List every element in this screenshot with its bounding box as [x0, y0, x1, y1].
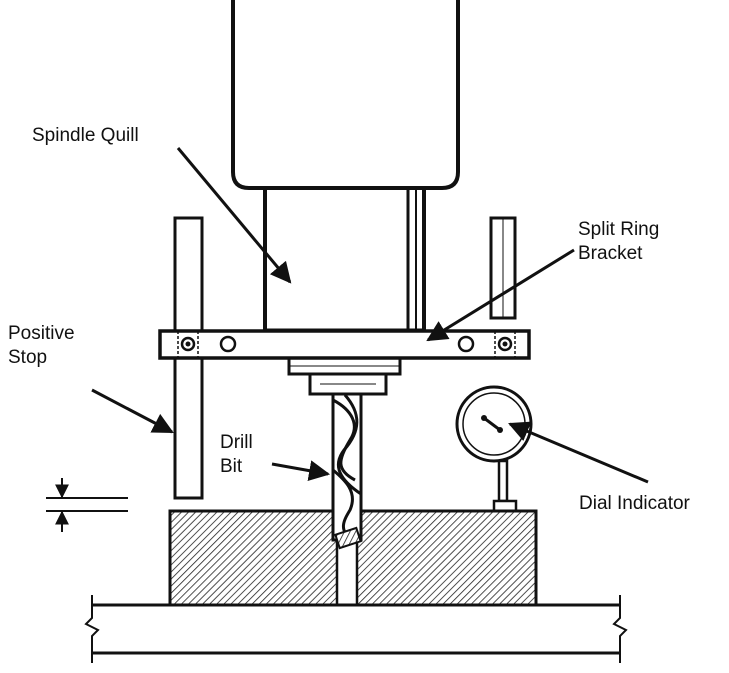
positive-stop-label-line1: Positive	[8, 323, 75, 344]
table	[84, 595, 628, 663]
dial-indicator-label: Dial Indicator	[579, 493, 690, 514]
positive-stop-label-line2: Stop	[8, 347, 48, 368]
drill-bit-label-line2: Bit	[220, 456, 243, 477]
split-ring-bracket	[158, 329, 531, 360]
split-ring-bracket-arrow	[426, 248, 575, 342]
dial-indicator-arrow	[508, 421, 649, 484]
spindle-quill	[263, 188, 426, 333]
drill-bit-label: Drill Bit	[220, 431, 253, 479]
drill-bit-arrow	[271, 460, 331, 482]
positive-stop-arrow	[91, 388, 174, 434]
drill-bit	[331, 392, 363, 550]
gap-dimension	[46, 478, 128, 532]
spindle-head	[231, 0, 460, 190]
spindle-quill-label: Spindle Quill	[32, 125, 139, 146]
drill-bit-label-line1: Drill	[220, 432, 253, 453]
positive-stop-label: Positive Stop	[8, 322, 75, 370]
dial-indicator	[455, 385, 533, 513]
spindle-quill-arrow	[176, 147, 292, 284]
split-ring-bracket-label: Split Ring Bracket	[578, 218, 659, 266]
split-ring-bracket-label-line1: Split Ring	[578, 219, 660, 240]
split-ring-bracket-label-line2: Bracket	[578, 243, 643, 264]
